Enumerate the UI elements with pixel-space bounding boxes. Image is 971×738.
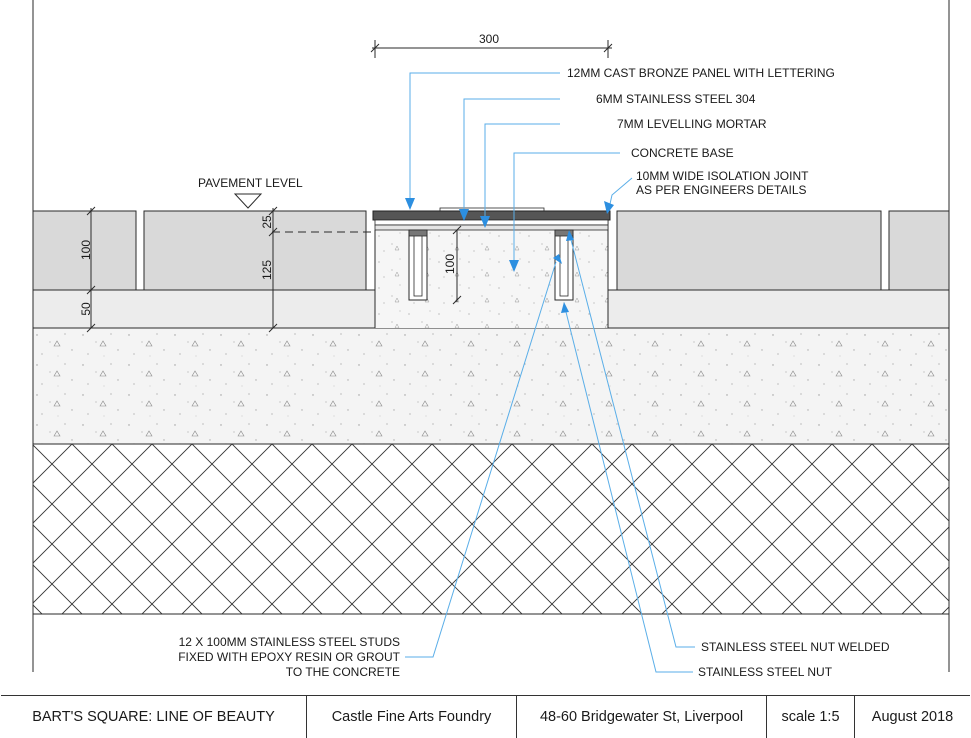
leader-concrete-base [509, 152, 620, 272]
leader-nut [561, 302, 693, 673]
address: 48-60 Bridgewater St, Liverpool [517, 696, 767, 738]
bronze-panel-label: 12MM CAST BRONZE PANEL WITH LETTERING [567, 66, 835, 80]
project-title: BART'S SQUARE: LINE OF BEAUTY [1, 696, 307, 738]
paver-block [143, 210, 367, 291]
dimension-300-label: 300 [479, 32, 499, 46]
bronze-panel [372, 210, 611, 221]
dimension-stud [452, 225, 462, 305]
isolation-joint-label-line1: 10MM WIDE ISOLATION JOINT [636, 169, 809, 183]
nut-welded-label: STAINLESS STEEL NUT WELDED [701, 640, 890, 654]
company-name: Castle Fine Arts Foundry [307, 696, 517, 738]
dimension-25-label: 25 [260, 215, 274, 229]
dimension-125-label: 125 [260, 260, 274, 280]
dimension-300 [370, 40, 613, 58]
leader-isolation-joint [604, 177, 633, 214]
leader-bronze-panel [405, 72, 560, 210]
dimension-stud-label: 100 [443, 254, 457, 274]
concrete-base-label: CONCRETE BASE [631, 146, 734, 160]
levelling-mortar [374, 224, 609, 231]
stud-left [408, 229, 428, 301]
mortar-label: 7MM LEVELLING MORTAR [617, 117, 767, 131]
leader-studs [405, 254, 562, 658]
dimension-depth-chain [268, 206, 278, 333]
studs-label-line1: 12 X 100MM STAINLESS STEEL STUDS [179, 635, 400, 649]
stud-right [554, 229, 574, 301]
dimension-50-label: 50 [79, 302, 93, 316]
leader-nut-welded [566, 230, 695, 648]
level-marker-icon [233, 193, 263, 209]
nut-label: STAINLESS STEEL NUT [698, 665, 833, 679]
leader-mortar [480, 123, 560, 228]
bedding-right [607, 289, 950, 329]
pavement-level-label: PAVEMENT LEVEL [198, 176, 303, 190]
dimension-100-label: 100 [79, 240, 93, 260]
paver-block [888, 210, 950, 291]
bedding-left [32, 289, 376, 329]
concrete-sublayer-texture [32, 327, 950, 445]
paver-block [616, 210, 882, 291]
leader-stainless-plate [459, 98, 560, 221]
stainless-plate [374, 219, 609, 226]
stainless-plate-label: 6MM STAINLESS STEEL 304 [596, 92, 756, 106]
studs-label-line2: FIXED WITH EPOXY RESIN OR GROUT [178, 650, 400, 664]
paver-block [32, 210, 137, 291]
scale: scale 1:5 [767, 696, 855, 738]
title-block: BART'S SQUARE: LINE OF BEAUTY Castle Fin… [1, 695, 970, 738]
date: August 2018 [871, 709, 954, 725]
studs-label-line3: TO THE CONCRETE [286, 665, 400, 679]
isolation-joint-label-line2: AS PER ENGINEERS DETAILS [636, 183, 807, 197]
dimension-paver-chain [86, 206, 96, 333]
